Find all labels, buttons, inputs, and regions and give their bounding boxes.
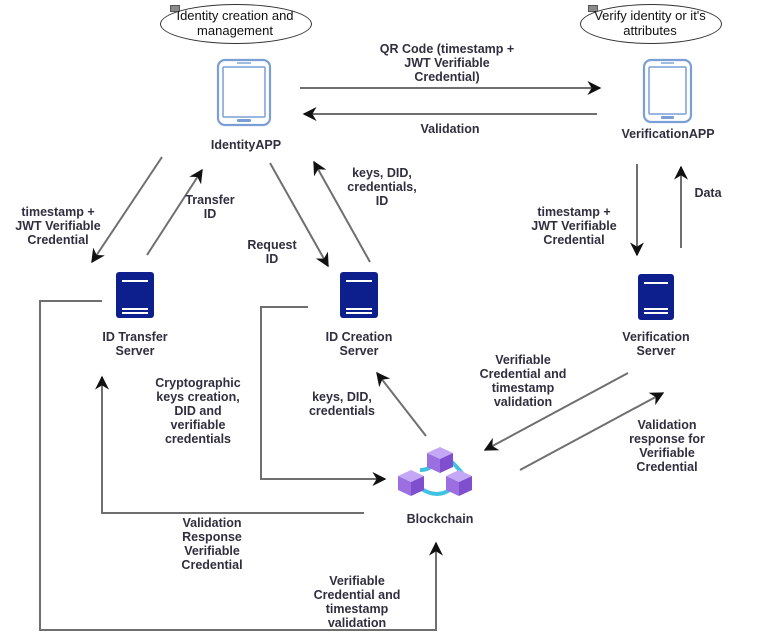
edge-blockchain-to-verif-server — [519, 392, 665, 471]
edge-transfer-to-identity — [146, 168, 203, 256]
edge-blockchain-to-creation — [376, 371, 427, 437]
edge-blockchain-to-transfer — [95, 375, 364, 514]
edge-label-keys-did-cred: keys, DID, credentials — [308, 390, 375, 418]
blockchain-label: Blockchain — [406, 512, 474, 526]
id-creation-server-label: ID Creation Server — [325, 330, 393, 358]
identity-app-label: IdentityAPP — [210, 138, 282, 152]
edge-label-validation-response-left: Validation Response Verifiable Credentia… — [181, 516, 243, 572]
note-marker-icon — [588, 5, 598, 12]
verify-note-text: Verify identity or it's attributes — [594, 8, 706, 38]
edge-label-vc-ts-validation-right: Verifiable Credential and timestamp vali… — [479, 353, 567, 409]
edge-label-data: Data — [694, 186, 722, 200]
edge-label-vc-ts-validation-bottom: Verifiable Credential and timestamp vali… — [313, 574, 401, 630]
edge-creation-to-blockchain — [260, 306, 387, 486]
edge-verif-server-to-blockchain — [483, 372, 629, 451]
edge-label-ts-jwt-right: timestamp + JWT Verifiable Credential — [531, 205, 617, 247]
edge-label-ts-jwt-left: timestamp + JWT Verifiable Credential — [15, 205, 101, 247]
verify-note-ellipse — [580, 4, 722, 44]
edge-keys-did-cred-id — [313, 160, 371, 263]
id-transfer-server-label: ID Transfer Server — [102, 330, 168, 358]
edge-label-transfer-id: Transfer ID — [185, 193, 235, 221]
edge-label-keys-did-cred-id: keys, DID, credentials, ID — [347, 166, 417, 208]
edge-label-validation-response-right: Validation response for Verifiable Crede… — [629, 418, 705, 474]
edge-transfer-to-blockchain — [39, 300, 443, 631]
edge-label-crypto-keys: Cryptographic keys creation, DID and ver… — [155, 376, 241, 446]
verification-server-label: Verification Server — [622, 330, 690, 358]
identity-note-ellipse — [160, 4, 312, 44]
edge-label-request-id: Request ID — [247, 238, 297, 266]
edge-label-qr-code: QR Code (timestamp + JWT Verifiable Cred… — [379, 42, 515, 84]
verification-app-label: VerificationAPP — [621, 127, 715, 141]
note-marker-icon — [170, 5, 180, 12]
edge-identity-to-transfer — [91, 156, 163, 264]
identity-note-text: Identity creation and management — [176, 8, 294, 38]
edge-request-id — [269, 162, 329, 268]
edge-label-validation-top: Validation — [420, 122, 480, 136]
